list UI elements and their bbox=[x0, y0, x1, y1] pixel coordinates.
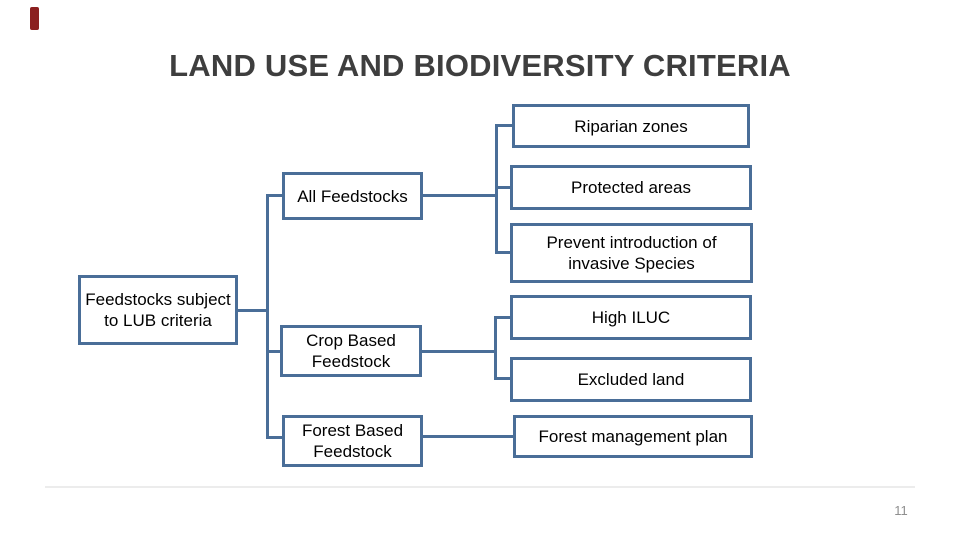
node-label: Excluded land bbox=[577, 370, 685, 389]
connector-root-stub bbox=[238, 309, 266, 312]
connector-high-iluc-stub bbox=[494, 316, 510, 319]
node-all-feedstocks: All Feedstocks bbox=[282, 172, 423, 220]
node-forest-based-feedstock: Forest Based Feedstock bbox=[282, 415, 423, 467]
node-label: High ILUC bbox=[591, 308, 671, 327]
connector-right-trunk-1 bbox=[495, 124, 498, 254]
connector-excluded-land-stub bbox=[494, 377, 510, 380]
node-excluded-land: Excluded land bbox=[510, 357, 752, 402]
node-label: Feedstocks subject to LUB criteria bbox=[85, 290, 231, 330]
connector-all-feedstocks-line bbox=[423, 194, 497, 197]
node-label: Forest Based Feedstock bbox=[301, 421, 404, 461]
node-riparian-zones: Riparian zones bbox=[512, 104, 750, 148]
page-number: 11 bbox=[894, 503, 908, 518]
connector-protected-stub bbox=[495, 186, 510, 189]
red-accent-bar bbox=[30, 7, 39, 30]
connector-right-trunk-2 bbox=[494, 316, 497, 380]
node-forest-management-plan: Forest management plan bbox=[513, 415, 753, 458]
node-crop-based-feedstock: Crop Based Feedstock bbox=[280, 325, 422, 377]
node-high-iluc: High ILUC bbox=[510, 295, 752, 340]
node-label: All Feedstocks bbox=[297, 186, 408, 206]
connector-crop-line bbox=[422, 350, 496, 353]
footer-divider bbox=[45, 486, 915, 488]
connector-crop-stub bbox=[266, 350, 280, 353]
node-label: Protected areas bbox=[570, 178, 691, 197]
node-label: Riparian zones bbox=[574, 116, 688, 136]
connector-all-feedstocks-stub bbox=[266, 194, 282, 197]
connector-forest-management-line bbox=[423, 435, 513, 438]
connector-forest-stub bbox=[266, 436, 282, 439]
connector-riparian-stub bbox=[495, 124, 512, 127]
node-label: Forest management plan bbox=[538, 427, 728, 446]
node-protected-areas: Protected areas bbox=[510, 165, 752, 210]
connector-invasive-stub bbox=[495, 251, 510, 254]
node-feedstocks-subject-to-lub-criteria: Feedstocks subject to LUB criteria bbox=[78, 275, 238, 345]
node-prevent-invasive-species: Prevent introduction of invasive Species bbox=[510, 223, 753, 283]
connector-left-trunk bbox=[266, 194, 269, 439]
node-label: Prevent introduction of invasive Species bbox=[546, 233, 717, 273]
slide-title: LAND USE AND BIODIVERSITY CRITERIA bbox=[169, 48, 791, 83]
node-label: Crop Based Feedstock bbox=[306, 331, 396, 371]
